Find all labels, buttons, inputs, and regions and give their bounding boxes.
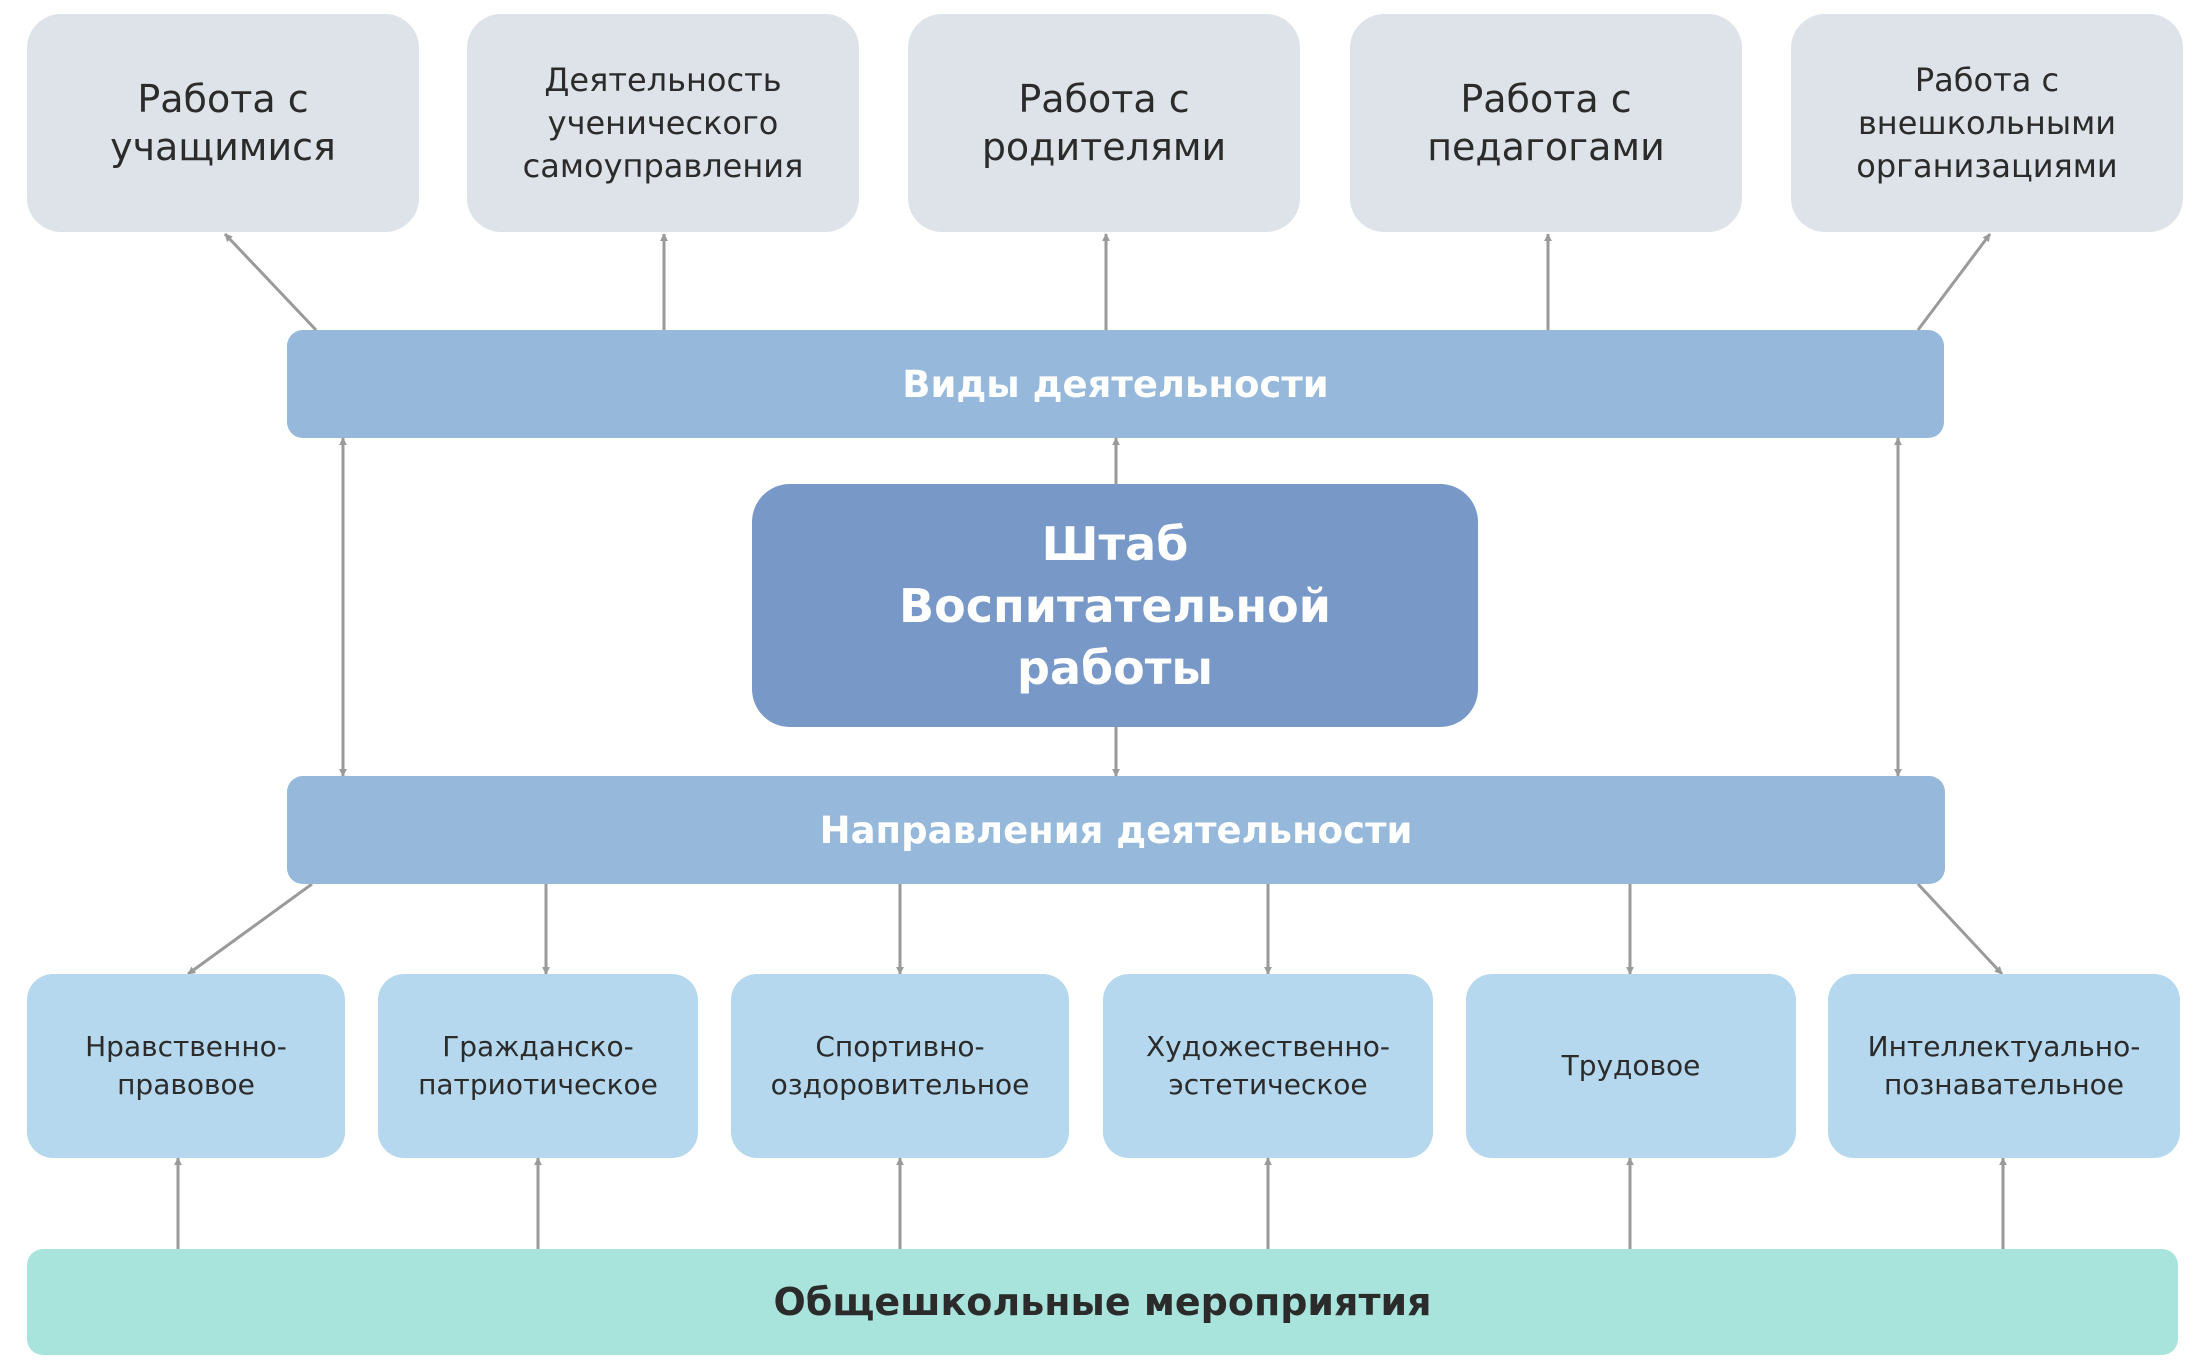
activity-label: Работа с педагогами <box>1427 77 1665 169</box>
events-bar: Общешкольные мероприятия <box>27 1249 2178 1355</box>
activity-box-teachers: Работа с педагогами <box>1350 14 1742 232</box>
activities-bar-label: Виды деятельности <box>902 362 1329 406</box>
directions-bar: Направления деятельности <box>287 776 1945 884</box>
activity-label: Работа с родителями <box>981 77 1227 169</box>
direction-box-sports-health: Спортивно- оздоровительное <box>731 974 1069 1158</box>
activity-label: Деятельность ученического самоуправления <box>522 60 804 185</box>
arrow-to-activity-1 <box>223 232 318 332</box>
activity-box-external-organizations: Работа с внешкольными организациями <box>1791 14 2183 232</box>
direction-box-intellectual-cognitive: Интеллектуально- познавательное <box>1828 974 2180 1158</box>
activity-label: Работа с учащимися <box>110 77 336 169</box>
direction-box-artistic-aesthetic: Художественно- эстетическое <box>1103 974 1433 1158</box>
direction-box-civic-patriotic: Гражданско- патриотическое <box>378 974 698 1158</box>
activities-bar: Виды деятельности <box>287 330 1944 438</box>
activity-box-parents: Работа с родителями <box>908 14 1300 232</box>
direction-label: Гражданско- патриотическое <box>418 1030 658 1101</box>
hub-box: Штаб Воспитательной работы <box>752 484 1478 727</box>
arrow-to-activity-5 <box>1916 233 1992 331</box>
direction-label: Интеллектуально- познавательное <box>1867 1030 2141 1101</box>
direction-label: Трудовое <box>1561 1049 1701 1082</box>
directions-bar-label: Направления деятельности <box>819 808 1413 852</box>
arrow-to-direction-1 <box>187 882 313 976</box>
hub-label: Штаб Воспитательной работы <box>899 516 1331 695</box>
activity-box-students: Работа с учащимися <box>27 14 419 232</box>
events-bar-label: Общешкольные мероприятия <box>773 1280 1432 1324</box>
arrow-to-direction-6 <box>1916 882 2004 976</box>
direction-label: Художественно- эстетическое <box>1146 1030 1390 1101</box>
activity-label: Работа с внешкольными организациями <box>1856 60 2118 185</box>
direction-box-moral-legal: Нравственно- правовое <box>27 974 345 1158</box>
direction-label: Нравственно- правовое <box>85 1030 287 1101</box>
direction-label: Спортивно- оздоровительное <box>770 1030 1030 1101</box>
activity-box-self-government: Деятельность ученического самоуправления <box>467 14 859 232</box>
direction-box-labor: Трудовое <box>1466 974 1796 1158</box>
